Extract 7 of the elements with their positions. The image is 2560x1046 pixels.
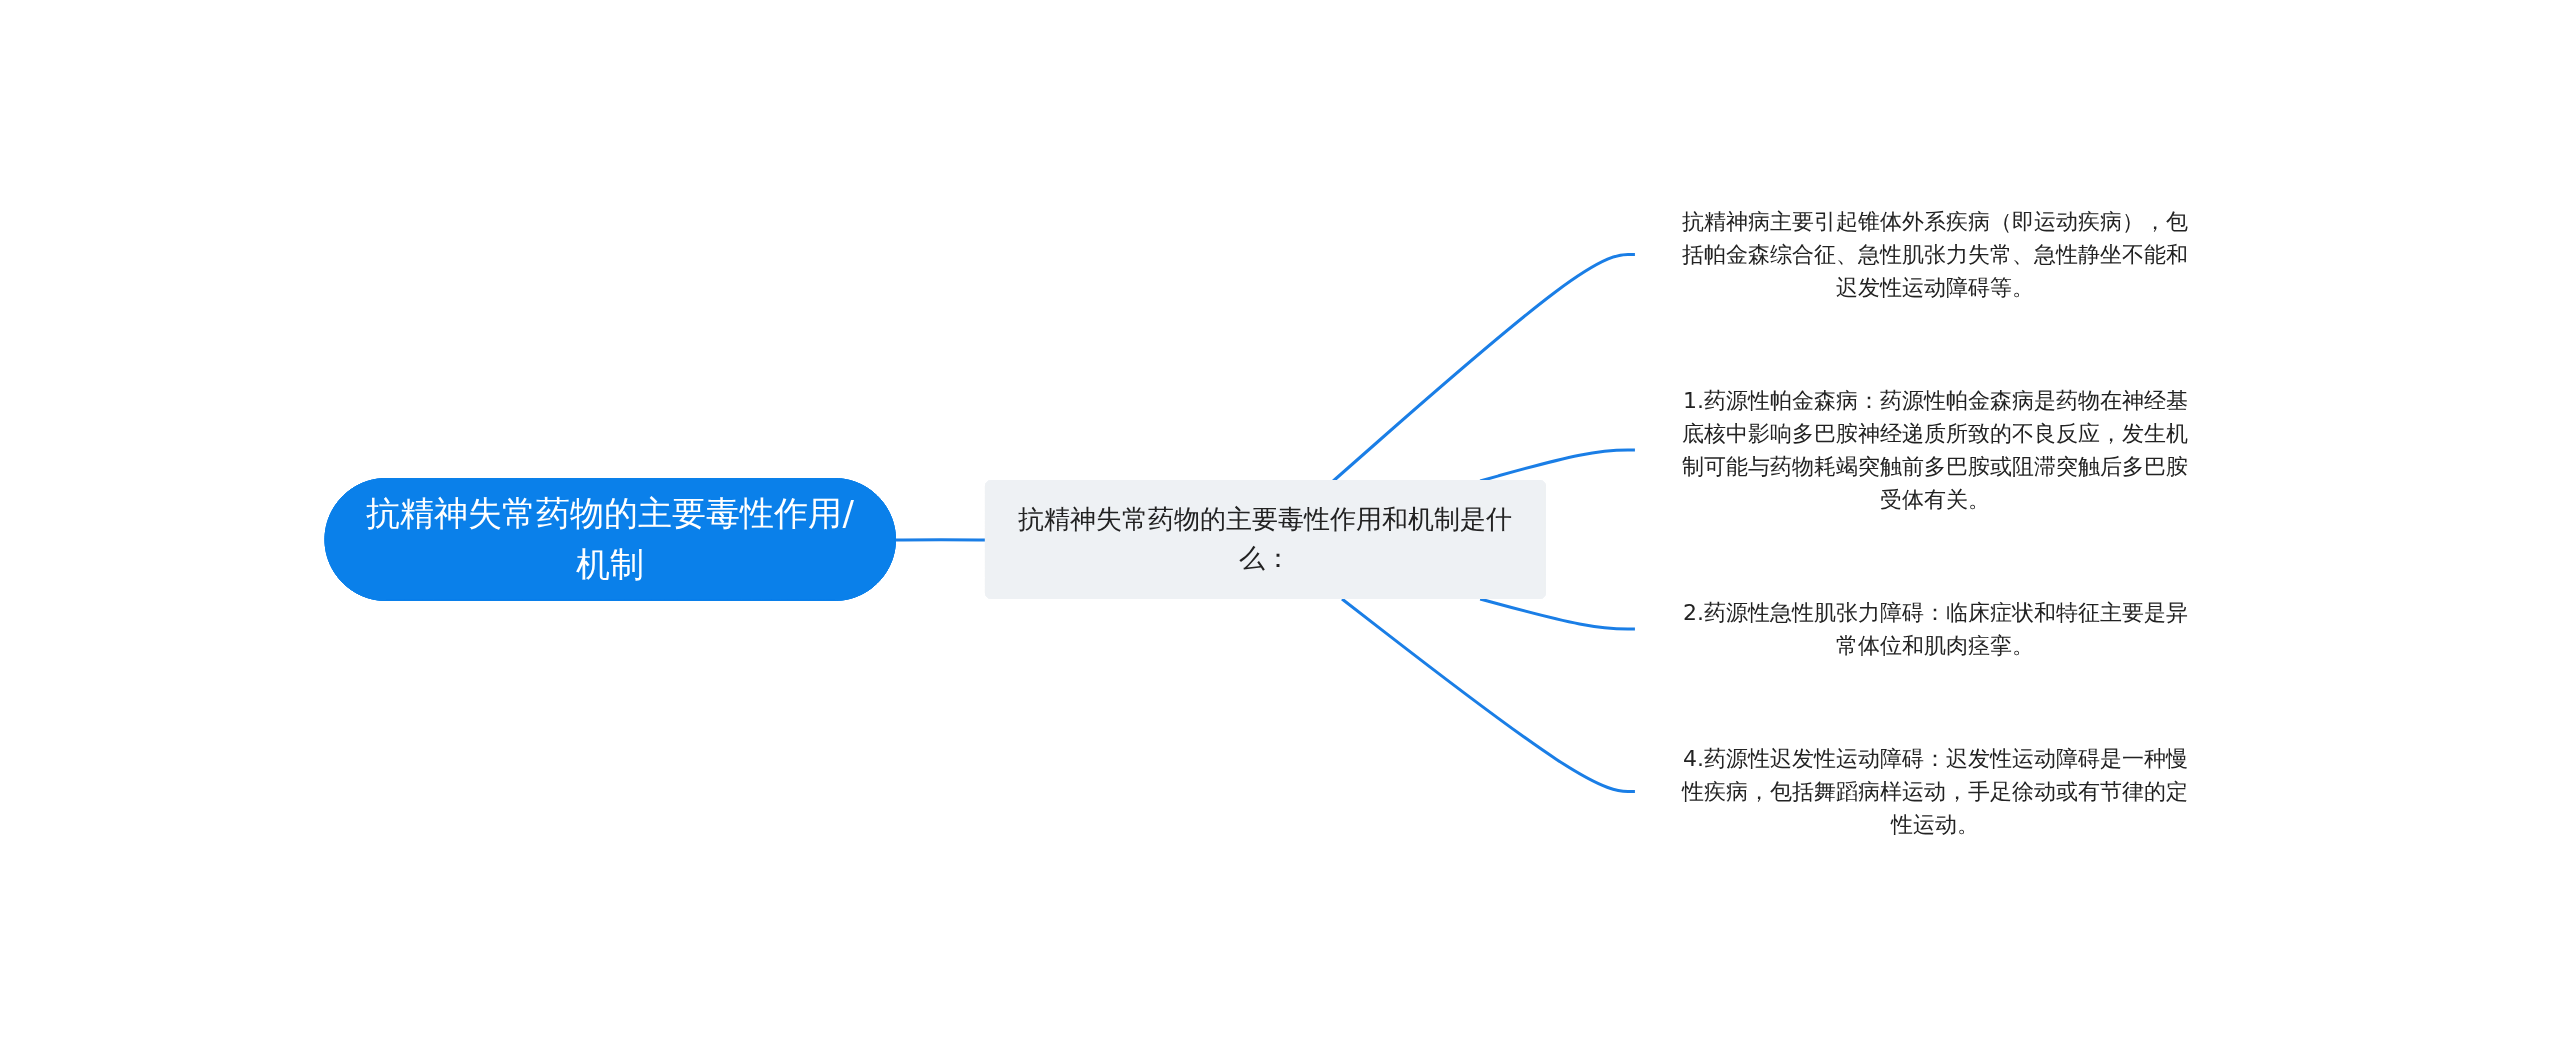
node-text: 1.药源性帕金森病：药源性帕金森病是药物在神经基底核中影响多巴胺神经递质所致的不良反应，发生机制可能与药物耗竭突触前多巴胺或阻滞突触后多巴胺受体有关。 xyxy=(1682,388,2189,512)
connector xyxy=(1479,597,1636,631)
node-text: 2.药源性急性肌张力障碍：临床症状和特征主要是异常体位和肌肉痉挛。 xyxy=(1682,600,2188,658)
node-text: 抗精神病主要引起锥体外系疾病（即运动疾病），包括帕金森综合征、急性肌张力失常、急性静坐不能和迟发性运动障碍等。 xyxy=(1682,209,2189,300)
connector xyxy=(1340,597,1636,793)
node-text: 4.药源性迟发性运动障碍：迟发性运动障碍是一种慢性疾病，包括舞蹈病样运动，手足徐动或有节律的定性运动。 xyxy=(1682,746,2189,837)
connector xyxy=(895,538,986,542)
